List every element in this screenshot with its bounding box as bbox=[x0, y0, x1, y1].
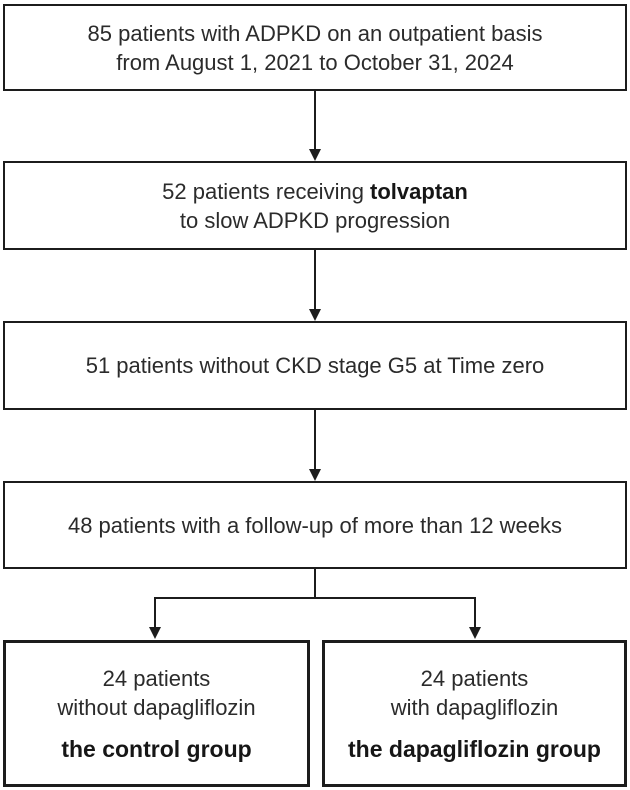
flow-box-followup-filter: 48 patients with a follow-up of more tha… bbox=[3, 481, 627, 569]
arrow-down-1-icon bbox=[309, 149, 321, 161]
split-connector-left-stem bbox=[154, 597, 156, 628]
flow-box-ckd-filter: 51 patients without CKD stage G5 at Time… bbox=[3, 321, 627, 410]
tolvaptan-line2: to slow ADPKD progression bbox=[179, 207, 451, 233]
flow-box-control-group: 24 patients without dapagliflozin the co… bbox=[3, 640, 310, 787]
arrow-down-left-icon bbox=[149, 627, 161, 639]
control-group-line2: without dapagliflozin bbox=[57, 694, 256, 720]
tolvaptan-line1-prefix: 52 patients receiving bbox=[162, 178, 371, 204]
dapagliflozin-group-line2: with dapagliflozin bbox=[390, 694, 559, 720]
dapagliflozin-group-line1: 24 patients bbox=[420, 665, 529, 691]
split-connector-stem bbox=[314, 569, 316, 599]
ckd-filter-line1: 51 patients without CKD stage G5 at Time… bbox=[85, 353, 545, 378]
flow-box-dapagliflozin-group: 24 patients with dapagliflozin the dapag… bbox=[322, 640, 627, 787]
dapagliflozin-group-label: the dapagliflozin group bbox=[348, 735, 601, 762]
flow-box-enrollment: 85 patients with ADPKD on an outpatient … bbox=[3, 4, 627, 91]
flow-box-tolvaptan: 52 patients receiving tolvaptan to slow … bbox=[3, 161, 627, 250]
split-connector-right-stem bbox=[474, 597, 476, 628]
enrollment-line2: from August 1, 2021 to October 31, 2024 bbox=[116, 49, 514, 75]
tolvaptan-line1: 52 patients receiving tolvaptan bbox=[162, 177, 468, 206]
followup-filter-line1: 48 patients with a follow-up of more tha… bbox=[67, 512, 563, 538]
arrow-down-2-stem bbox=[314, 250, 316, 310]
arrow-down-2-icon bbox=[309, 309, 321, 321]
control-group-label: the control group bbox=[61, 735, 252, 762]
control-group-line1: 24 patients bbox=[102, 665, 211, 691]
enrollment-line1: 85 patients with ADPKD on an outpatient … bbox=[87, 20, 543, 46]
arrow-down-3-icon bbox=[309, 469, 321, 481]
split-connector-horizontal bbox=[154, 597, 476, 599]
arrow-down-1-stem bbox=[314, 91, 316, 150]
arrow-down-right-icon bbox=[469, 627, 481, 639]
arrow-down-3-stem bbox=[314, 410, 316, 470]
tolvaptan-line1-bold: tolvaptan bbox=[370, 178, 468, 204]
